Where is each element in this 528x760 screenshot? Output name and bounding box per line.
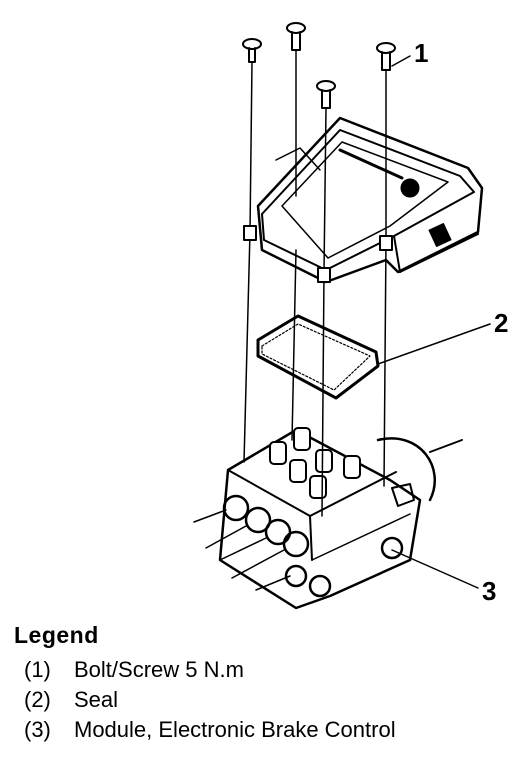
callout-2: 2	[494, 308, 508, 338]
legend-item-3: (3) Module, Electronic Brake Control	[14, 715, 514, 745]
brake-control-module-body	[193, 427, 463, 610]
bolt-front	[316, 80, 336, 517]
legend-item-text: Bolt/Screw 5 N.m	[74, 657, 244, 682]
legend-item-text: Seal	[74, 687, 119, 712]
module-cover	[256, 116, 484, 284]
legend-item-number: (2)	[24, 687, 51, 712]
leader-line-1	[391, 55, 411, 67]
bolt-right	[376, 42, 396, 487]
leader-line-2	[377, 323, 491, 365]
legend-item-number: (1)	[24, 657, 51, 682]
legend-item-number: (3)	[24, 717, 51, 742]
legend-item-1: (1) Bolt/Screw 5 N.m	[14, 655, 514, 685]
leader-line-3	[391, 549, 479, 589]
legend-title: Legend	[14, 622, 99, 648]
legend-item-2: (2) Seal	[14, 685, 514, 715]
callout-3: 3	[482, 576, 496, 606]
legend-item-text: Module, Electronic Brake Control	[74, 717, 396, 742]
legend: Legend (1) Bolt/Screw 5 N.m (2) Seal (3)…	[14, 622, 514, 745]
bolt-left	[242, 38, 262, 463]
seal	[256, 314, 380, 400]
exploded-view-diagram: 1 2 3	[193, 22, 508, 610]
callout-1: 1	[414, 38, 428, 68]
bolt-back	[286, 22, 306, 441]
